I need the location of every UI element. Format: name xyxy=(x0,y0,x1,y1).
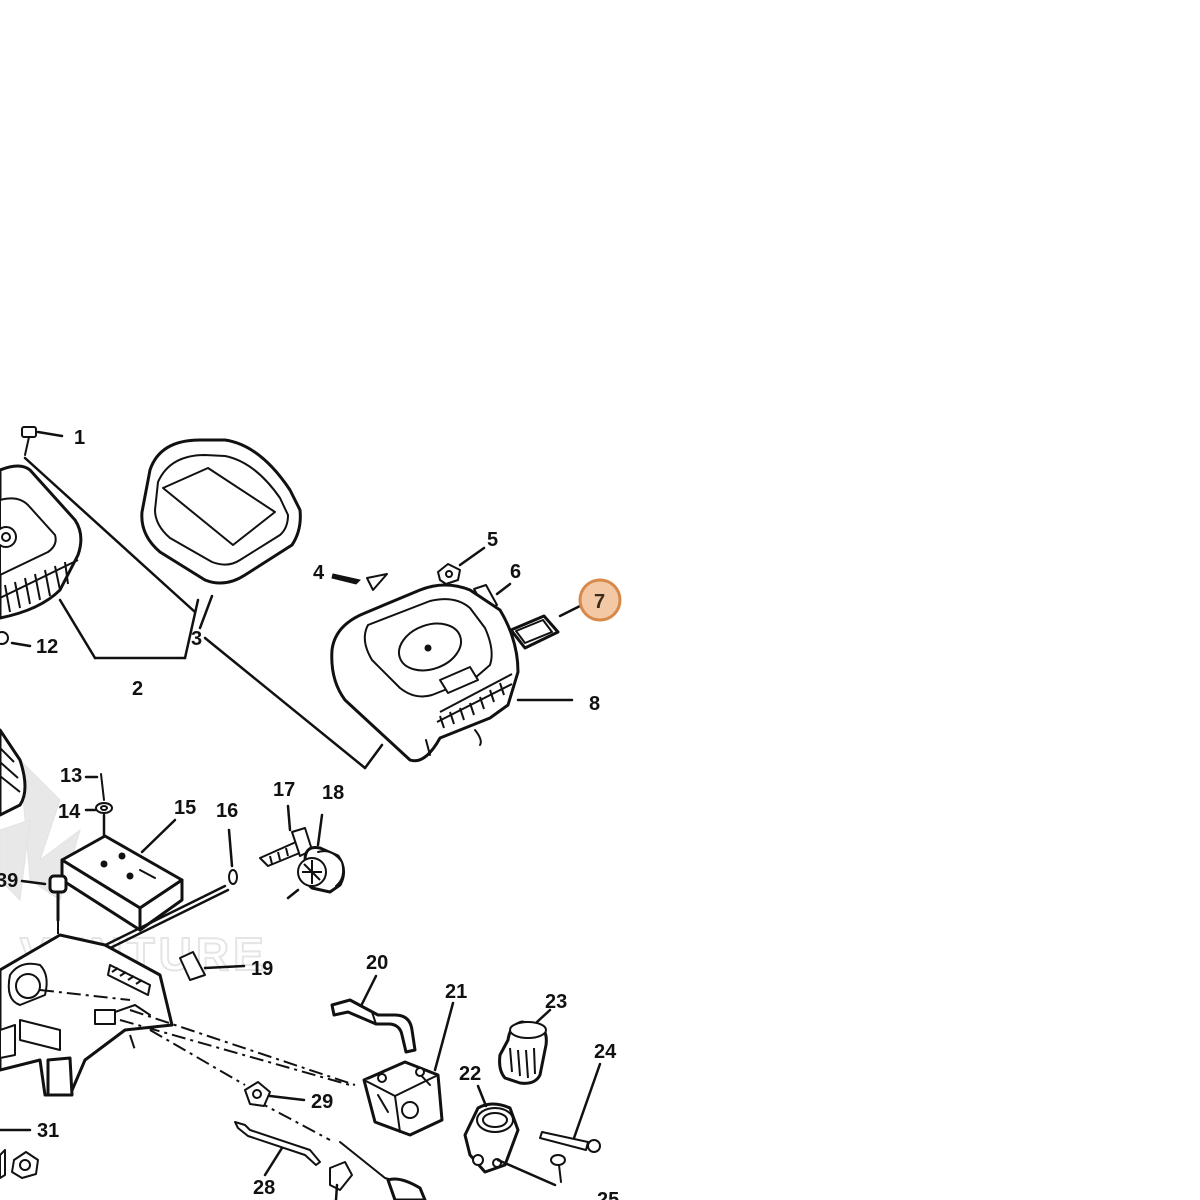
part-2-air-filter xyxy=(0,464,200,660)
part-7-label-plate xyxy=(509,604,582,650)
callout-2[interactable]: 2 xyxy=(132,678,143,700)
callout-29[interactable]: 29 xyxy=(311,1091,333,1113)
callout-31[interactable]: 31 xyxy=(37,1120,59,1142)
callout-19[interactable]: 19 xyxy=(251,958,273,980)
callout-15[interactable]: 15 xyxy=(174,797,196,819)
callout-12[interactable]: 12 xyxy=(36,636,58,658)
callout-3[interactable]: 3 xyxy=(191,628,202,650)
assembly-line-5 xyxy=(88,888,230,960)
part-29-bushing xyxy=(244,1081,306,1107)
assembly-line-3 xyxy=(363,743,384,770)
callout-20[interactable]: 20 xyxy=(366,952,388,974)
callout-25[interactable]: 25 xyxy=(597,1189,619,1200)
callout-23[interactable]: 23 xyxy=(545,991,567,1013)
callout-labels: 1 2 3 4 5 6 7 8 12 13 14 15 16 17 18 19 … xyxy=(0,427,619,1200)
callout-7[interactable]: 7 xyxy=(594,591,605,613)
part-16-o-ring xyxy=(227,828,238,885)
callout-21[interactable]: 21 xyxy=(445,981,467,1003)
callout-13[interactable]: 13 xyxy=(60,765,82,787)
assembly-line-1 xyxy=(23,456,197,614)
part-28-linkage xyxy=(234,1121,321,1177)
callout-4[interactable]: 4 xyxy=(313,562,325,584)
part-25-screw xyxy=(550,1154,566,1183)
part-4-clip xyxy=(331,573,388,591)
part-21-carburetor xyxy=(129,1001,455,1137)
callout-28[interactable]: 28 xyxy=(253,1177,275,1199)
callout-1[interactable]: 1 xyxy=(74,427,85,449)
callout-39[interactable]: 39 xyxy=(0,870,18,892)
part-22-intake xyxy=(463,1084,557,1187)
callout-18[interactable]: 18 xyxy=(322,782,344,804)
left-housing-fragment xyxy=(0,728,27,817)
part-23-filter xyxy=(498,1008,552,1085)
callout-14[interactable]: 14 xyxy=(58,801,81,823)
part-8-filter-cover xyxy=(330,583,574,763)
part-17-screw xyxy=(259,804,313,867)
part-13-pin xyxy=(84,773,105,801)
callout-7-highlight[interactable] xyxy=(578,578,622,622)
part-12-fastener xyxy=(0,631,32,648)
part-3-gasket xyxy=(140,438,302,630)
callout-16[interactable]: 16 xyxy=(216,800,238,822)
callout-6[interactable]: 6 xyxy=(510,561,521,583)
callout-5[interactable]: 5 xyxy=(487,529,498,551)
throttle-cable xyxy=(329,1141,427,1200)
part-1-screw xyxy=(21,426,64,456)
part-19-gasket xyxy=(179,951,246,981)
part-18-gear xyxy=(286,813,345,900)
part-31-nut xyxy=(0,1128,39,1179)
part-24-screw xyxy=(539,1062,602,1153)
callout-8[interactable]: 8 xyxy=(589,693,600,715)
part-15-block xyxy=(60,818,184,932)
part-20-fuel-hose xyxy=(330,974,417,1054)
crankcase-assembly xyxy=(0,933,351,1141)
callout-22[interactable]: 22 xyxy=(459,1063,481,1085)
callout-17[interactable]: 17 xyxy=(273,779,295,801)
callout-24[interactable]: 24 xyxy=(594,1041,617,1063)
part-5-nut xyxy=(437,546,486,585)
assembly-line-2 xyxy=(203,636,367,770)
